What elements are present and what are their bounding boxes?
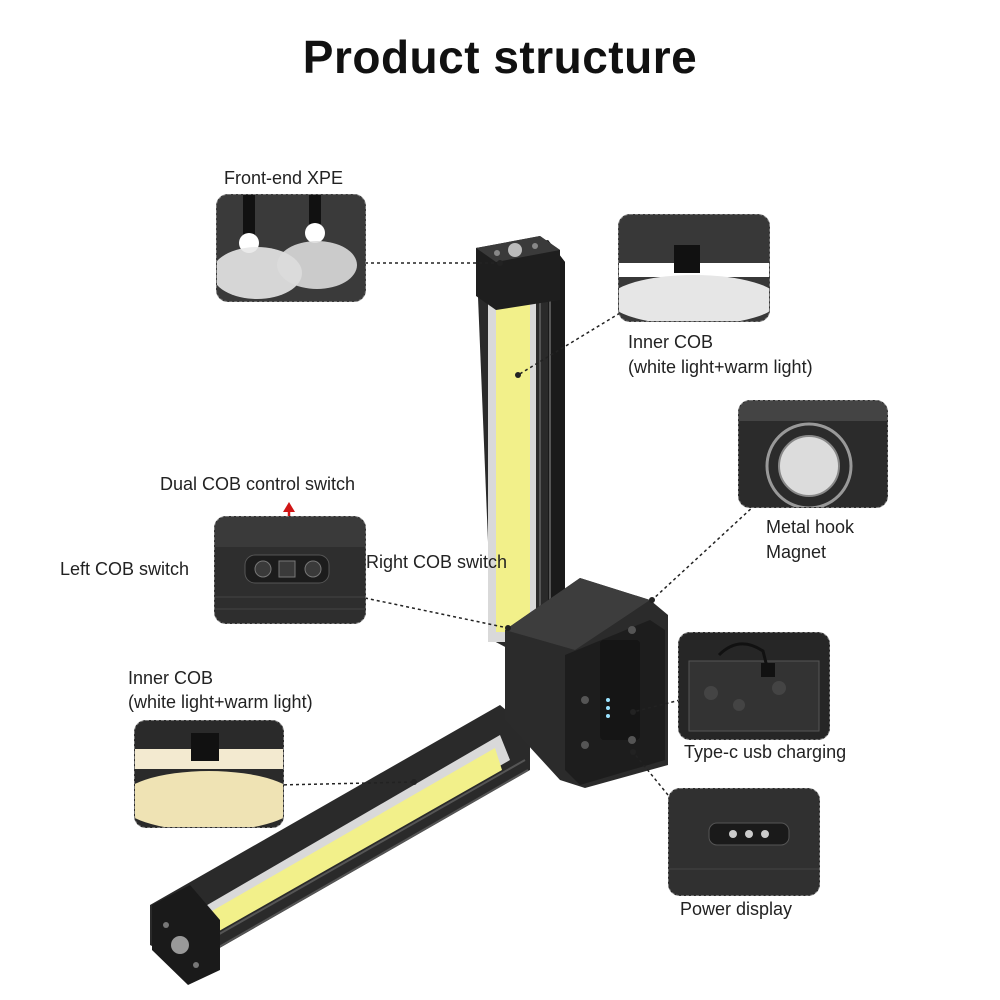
magnet-label-line2: Magnet (766, 542, 827, 562)
inner-cob-top-detail-image (618, 214, 770, 322)
inner-cob-top-label-line2: (white light+warm light) (628, 357, 813, 377)
dual-cob-switch-label: Dual COB control switch (160, 474, 356, 494)
upper-cob-strip (496, 300, 530, 632)
leader-lines (277, 262, 756, 796)
front-xpe-detail-image (216, 194, 366, 302)
page-title: Product structure (302, 31, 698, 83)
switch-detail-image (214, 516, 366, 624)
left-cob-switch-label: Left COB switch (60, 559, 190, 579)
metal-hook-label-line1: Metal hook (766, 517, 855, 537)
horizontal-arm (150, 705, 530, 965)
end-cap (152, 885, 220, 985)
inner-cob-bottom-label-line2: (white light+warm light) (128, 692, 313, 712)
front-xpe-label: Front-end XPE (224, 168, 344, 188)
power-display-label: Power display (680, 899, 793, 919)
inner-cob-bottom-label-line1: Inner COB (128, 668, 214, 688)
top-cap (476, 236, 560, 310)
inner-cob-bottom-detail-image (134, 720, 284, 828)
type-c-label: Type-c usb charging (684, 742, 847, 762)
metal-hook-magnet-detail-image (738, 400, 888, 508)
inner-cob-top-label-line1: Inner COB (628, 332, 714, 352)
lower-cob-strip (205, 748, 502, 935)
power-display-detail-image (668, 788, 820, 896)
type-c-detail-image (678, 632, 830, 740)
vertical-arm (476, 240, 565, 660)
hinge-body (505, 578, 668, 788)
right-cob-switch-label: Right COB switch (366, 552, 508, 572)
